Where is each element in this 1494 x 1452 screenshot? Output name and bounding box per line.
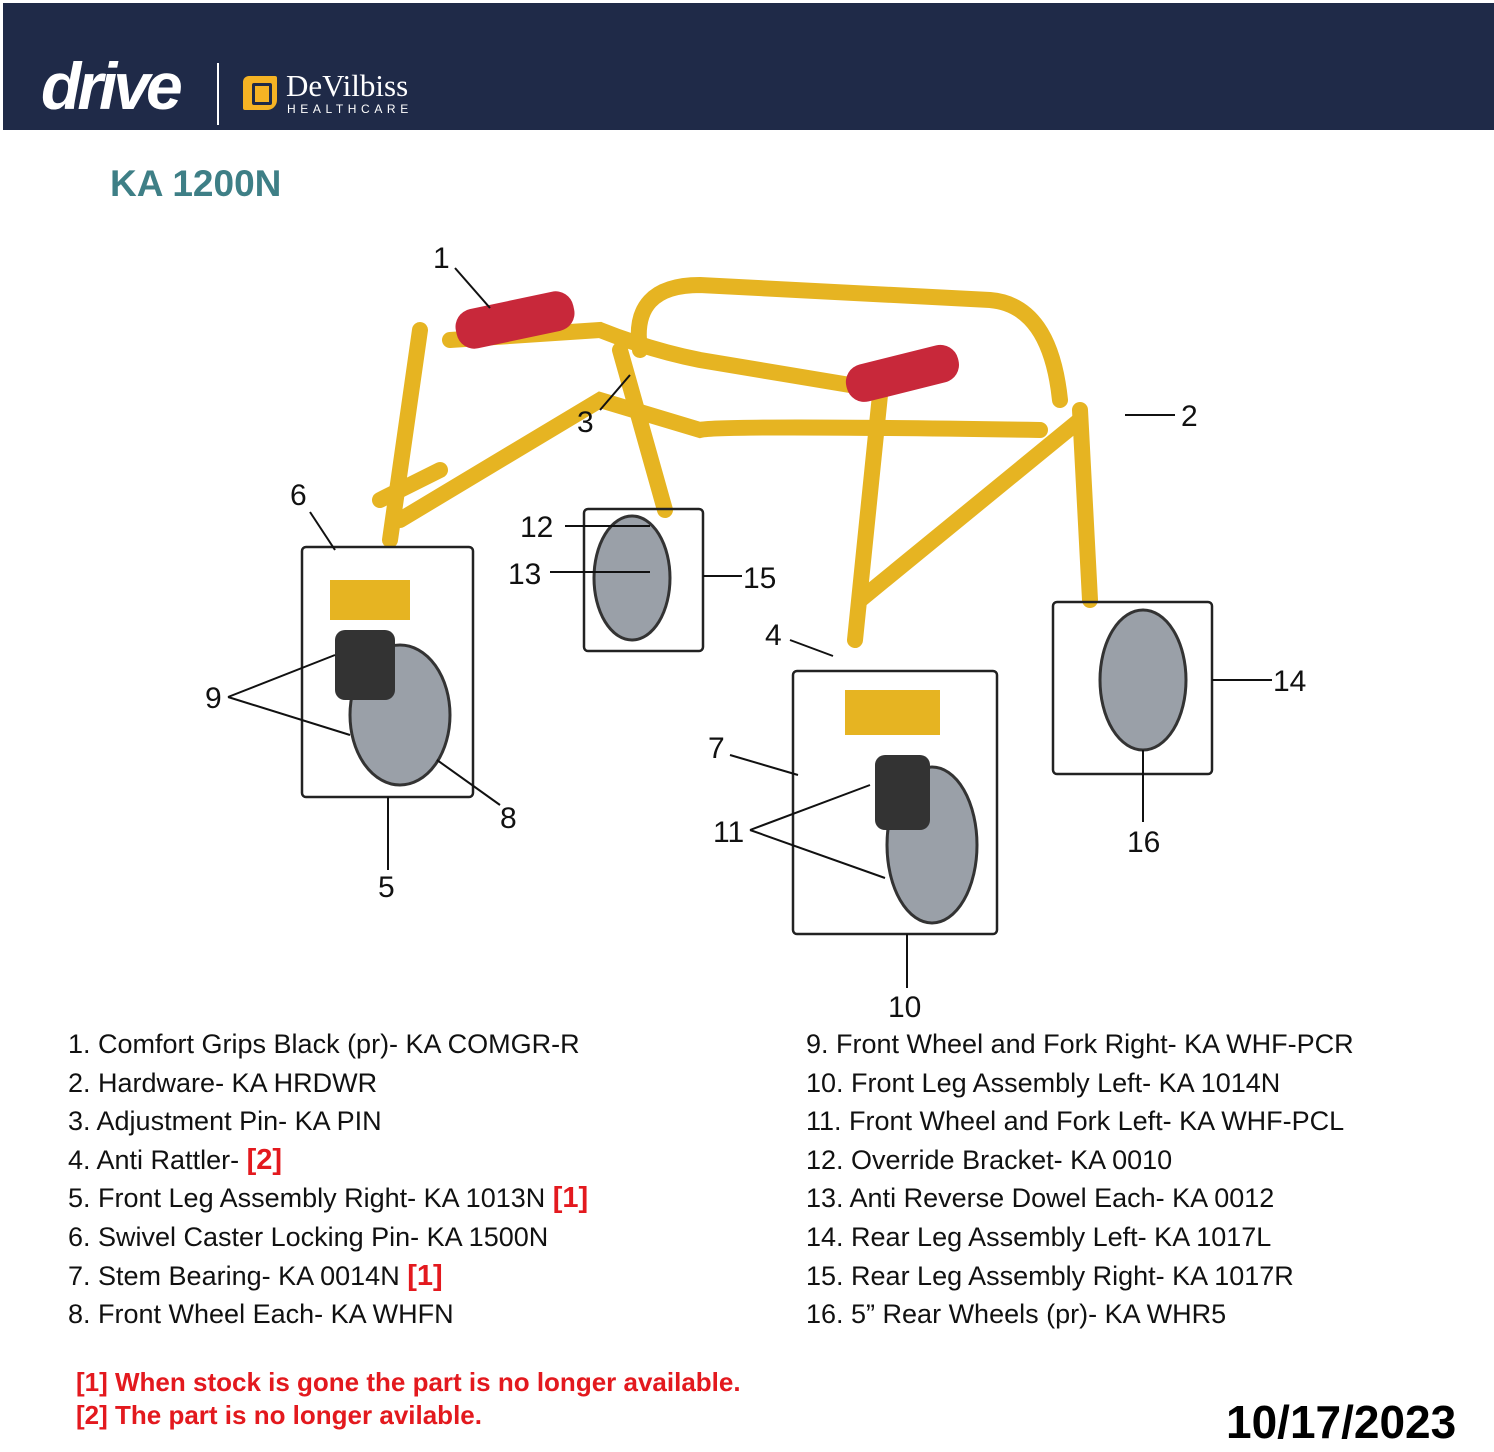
- part-item: 9. Front Wheel and Fork Right- KA WHF-PC…: [806, 1029, 1354, 1059]
- devilbiss-logo: DeVilbiss: [286, 68, 409, 103]
- callout-9: 9: [205, 682, 222, 715]
- footnote-2: [2] The part is no longer avilable.: [76, 1400, 482, 1430]
- callout-3: 3: [577, 406, 594, 439]
- callout-1: 1: [433, 242, 450, 275]
- callout-14: 14: [1273, 665, 1306, 698]
- part-item: 2. Hardware- KA HRDWR: [68, 1067, 378, 1098]
- callout-6: 6: [290, 479, 307, 512]
- callout-8: 8: [500, 802, 517, 835]
- part-item: 3. Adjustment Pin- KA PIN: [68, 1106, 382, 1137]
- part-item: 8. Front Wheel Each- KA WHFN: [68, 1299, 454, 1330]
- callout-11: 11: [713, 816, 744, 849]
- parts-list-right: 9. Front Wheel and Fork Right- KA WHF-PC…: [806, 1025, 1354, 1334]
- callout-10: 10: [888, 991, 921, 1020]
- devilbiss-logo-icon: [243, 76, 277, 110]
- walker-frame: [372, 276, 1098, 648]
- callout-16: 16: [1127, 826, 1160, 859]
- casters: [330, 580, 940, 830]
- header-bar: drive DeVilbiss HEALTHCARE: [3, 3, 1494, 130]
- footnotes: [1] When stock is gone the part is no lo…: [76, 1366, 741, 1432]
- devilbiss-sub: HEALTHCARE: [287, 102, 413, 116]
- note-ref: [1]: [407, 1259, 443, 1292]
- note-ref: [2]: [246, 1143, 283, 1176]
- note-ref: [1]: [552, 1182, 589, 1215]
- part-item: 4. Anti Rattler- [2]: [68, 1143, 283, 1176]
- part-item: 14. Rear Leg Assembly Left- KA 1017L: [806, 1221, 1272, 1252]
- revision-date: 10/17/2023: [1226, 1396, 1457, 1448]
- logo-divider: [217, 63, 219, 125]
- part-item: 10. Front Leg Assembly Left- KA 1014N: [806, 1067, 1281, 1098]
- footnote-1: [1] When stock is gone the part is no lo…: [76, 1367, 741, 1397]
- part-item: 12. Override Bracket- KA 0010: [806, 1144, 1173, 1175]
- drive-logo: drive: [41, 49, 183, 123]
- callout-12: 12: [520, 511, 553, 544]
- callout-5: 5: [378, 871, 395, 904]
- callout-numbers: 1 2 3 4 5 6 7 8 9 10 11 12 13 14 15 16: [205, 242, 1306, 1020]
- part-item: 11. Front Wheel and Fork Left- KA WHF-PC…: [806, 1106, 1345, 1137]
- part-item: 5. Front Leg Assembly Right- KA 1013N [1…: [68, 1182, 589, 1215]
- part-item: 1. Comfort Grips Black (pr)- KA COMGR-R: [68, 1029, 580, 1059]
- part-item: 7. Stem Bearing- KA 0014N [1]: [68, 1259, 443, 1292]
- walker-diagram: 1 2 3 4 5 6 7 8 9 10 11 12 13 14 15 16: [205, 242, 1306, 1020]
- part-item: 6. Swivel Caster Locking Pin- KA 1500N: [68, 1221, 549, 1252]
- callout-2: 2: [1181, 400, 1198, 433]
- callout-13: 13: [508, 558, 541, 591]
- part-item: 16. 5” Rear Wheels (pr)- KA WHR5: [806, 1299, 1227, 1330]
- leader-lines: [227, 267, 1272, 988]
- part-item: 15. Rear Leg Assembly Right- KA 1017R: [806, 1260, 1294, 1291]
- callout-4: 4: [765, 619, 782, 652]
- callout-15: 15: [743, 562, 776, 595]
- callout-7: 7: [708, 732, 725, 765]
- model-title: KA 1200N: [110, 163, 282, 204]
- part-item: 13. Anti Reverse Dowel Each- KA 0012: [806, 1183, 1275, 1214]
- parts-list-left: 1. Comfort Grips Black (pr)- KA COMGR-R …: [68, 1025, 588, 1334]
- comfort-grips: [455, 291, 959, 402]
